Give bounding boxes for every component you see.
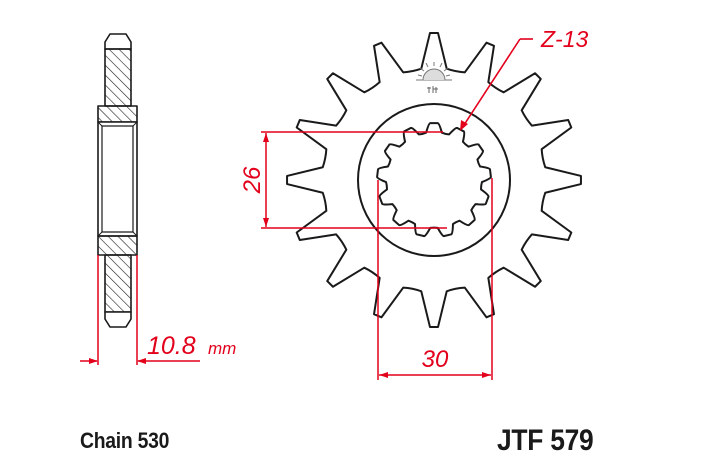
- width-dimension-unit: mm: [208, 339, 236, 358]
- inner-diameter-value: 26: [239, 166, 266, 194]
- part-number-label: JTF 579: [497, 424, 594, 457]
- outer-diameter-dimension: [377, 178, 493, 380]
- front-view: [286, 32, 582, 328]
- inner-spline-profile: [376, 122, 492, 238]
- spline-teeth-leader: [460, 38, 533, 131]
- width-dimension-value: 10.8: [147, 332, 196, 360]
- side-bottom-tooth-body: [104, 254, 132, 313]
- side-view: [97, 33, 138, 328]
- width-dimension: [80, 255, 200, 365]
- side-top-tooth-tip: [104, 33, 132, 50]
- side-top-tooth-body: [104, 48, 132, 107]
- outer-diameter-value: 30: [422, 346, 449, 373]
- side-bottom-tooth-tip: [104, 311, 132, 328]
- sunrise-logo-icon: [416, 62, 452, 93]
- inner-diameter-dimension: [261, 131, 447, 229]
- chain-size-label: Chain 530: [80, 428, 170, 453]
- side-top-hub: [97, 105, 138, 123]
- side-bottom-hub: [97, 235, 138, 256]
- outer-gear-profile: [286, 32, 582, 328]
- side-bore-inner: [101, 125, 134, 233]
- hub-circle: [357, 103, 511, 257]
- spline-teeth-label: Z-13: [540, 26, 589, 52]
